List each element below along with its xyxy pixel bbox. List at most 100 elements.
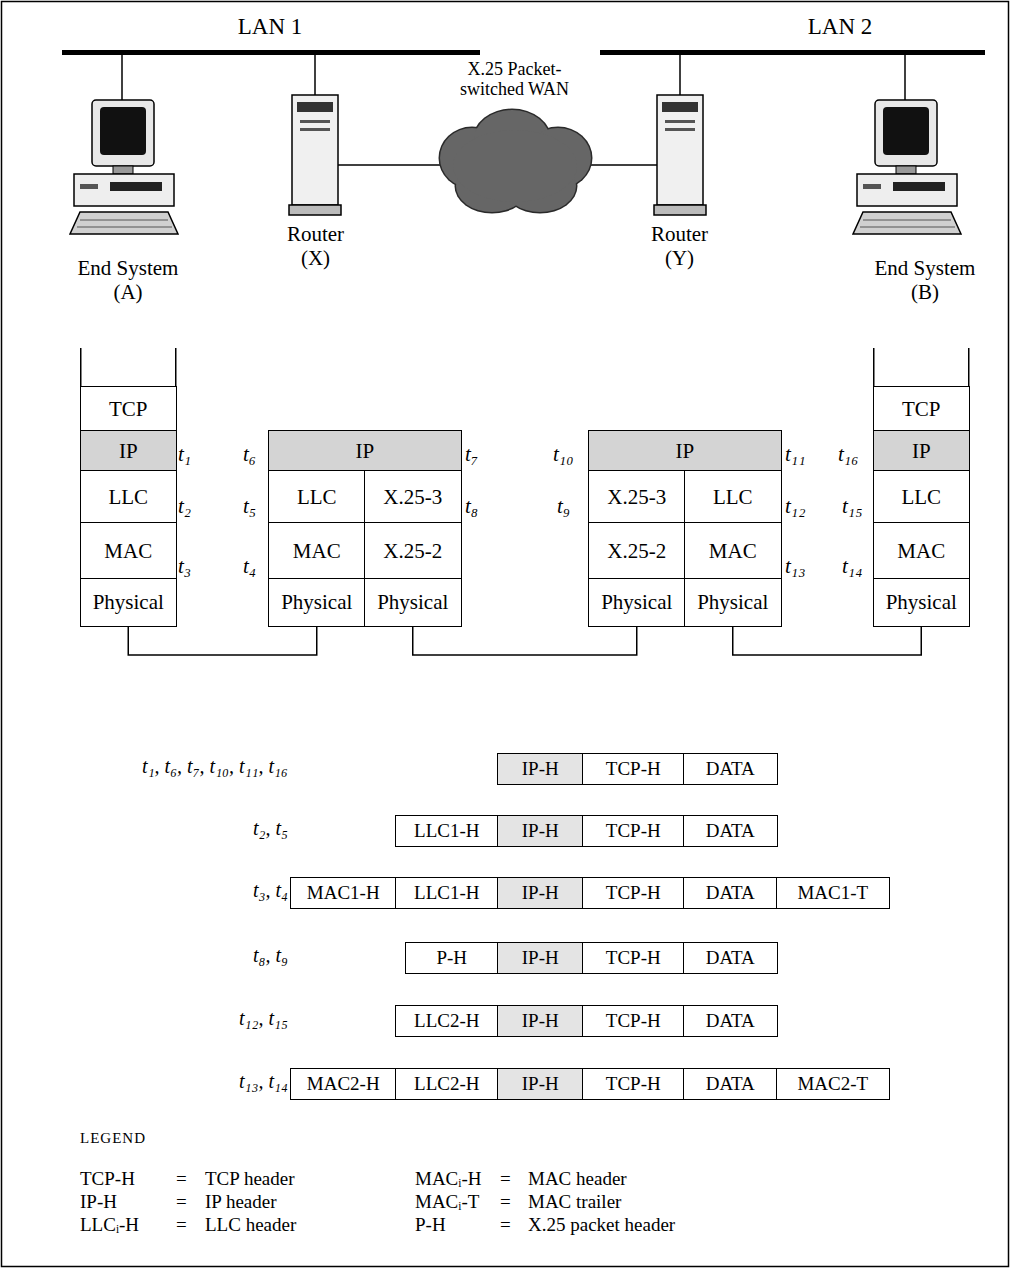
legend-abbreviation: TCP-H — [80, 1168, 135, 1190]
time-point: t₂ — [178, 494, 191, 518]
layer-name: DATA — [706, 882, 755, 904]
packet-field-box: LLC1-H — [395, 877, 499, 909]
packet-field-box: IP-H — [497, 1068, 584, 1100]
layer-name: X.25-3 — [607, 485, 666, 509]
wan-cloud: X.25 Packet-switched WAN — [432, 58, 597, 223]
layer-name: Physical — [281, 590, 352, 614]
layer-name: IP — [675, 439, 694, 463]
layer-name: TCP-H — [606, 1010, 661, 1032]
computer-illustration — [70, 54, 178, 234]
layer-name: DATA — [706, 1010, 755, 1032]
layer-name: LLC2-H — [414, 1073, 479, 1095]
time-point: t₁₂ — [785, 494, 805, 518]
packet-field-box: TCP-H — [582, 1005, 685, 1037]
protocol-layer-box: MAC — [80, 522, 177, 580]
layer-name: MAC1-T — [797, 882, 868, 904]
legend-abbreviation: IP-H — [80, 1191, 117, 1213]
layer-name: TCP-H — [606, 820, 661, 842]
packet-field-box: DATA — [683, 753, 778, 785]
network-name: LAN 1 — [220, 14, 320, 40]
legend-equals: = — [500, 1191, 511, 1213]
network-name: LAN 2 — [790, 14, 890, 40]
layer-name: TCP-H — [606, 947, 661, 969]
protocol-layer-box: X.25-3 — [364, 470, 462, 524]
packet-field-box: MAC1-T — [776, 877, 890, 909]
time-point: t₁₅ — [842, 494, 862, 518]
packet-field-box: IP-H — [497, 877, 584, 909]
protocol-layer-box: LLC — [268, 470, 366, 524]
protocol-layer-box: Physical — [80, 578, 177, 627]
time-point: t₁₆ — [838, 442, 858, 466]
layer-name: LLC1-H — [414, 820, 479, 842]
device-name: End System (B) — [865, 256, 985, 304]
time-point-list: t₁, t₆, t₇, t₁₀, t₁₁, t₁₆ — [38, 755, 288, 778]
protocol-layer-box: MAC — [268, 522, 366, 580]
packet-field-box: DATA — [683, 1005, 778, 1037]
packet-field-box: P-H — [405, 942, 499, 974]
time-point: t₅ — [243, 494, 256, 518]
legend-equals: = — [176, 1191, 187, 1213]
layer-name: DATA — [706, 947, 755, 969]
layer-name: DATA — [706, 820, 755, 842]
legend-heading: LEGEND — [80, 1130, 146, 1147]
layer-name: MAC2-T — [797, 1073, 868, 1095]
legend-meaning: TCP header — [205, 1168, 295, 1190]
layer-name: LLC — [713, 485, 753, 509]
legend-equals: = — [176, 1214, 187, 1236]
protocol-layer-box: X.25-2 — [588, 522, 686, 580]
protocol-layer-box: Physical — [873, 578, 970, 627]
layer-name: TCP-H — [606, 758, 661, 780]
packet-field-box: TCP-H — [582, 815, 685, 847]
time-point-list: t₁₃, t₁₄ — [38, 1070, 288, 1093]
layer-name: Physical — [93, 590, 164, 614]
layer-name: IP — [119, 439, 138, 463]
device-name: End System (A) — [68, 256, 188, 304]
packet-field-box: IP-H — [497, 1005, 584, 1037]
lan-bus — [62, 50, 480, 55]
protocol-layer-box: TCP — [80, 386, 177, 432]
layer-name: LLC — [901, 485, 941, 509]
legend-abbreviation: MACᵢ-H — [415, 1168, 481, 1190]
time-point: t₆ — [243, 442, 256, 466]
protocol-layer-box: MAC — [873, 522, 970, 580]
layer-name: IP-H — [522, 820, 559, 842]
protocol-layer-box: Physical — [588, 578, 686, 627]
layer-name: X.25-3 — [383, 485, 442, 509]
layer-name: LLC2-H — [414, 1010, 479, 1032]
layer-name: Physical — [886, 590, 957, 614]
time-point: t₉ — [557, 494, 570, 518]
legend-equals: = — [176, 1168, 187, 1190]
packet-field-box: IP-H — [497, 753, 584, 785]
layer-name: LLC — [297, 485, 337, 509]
computer-illustration — [853, 54, 961, 234]
layer-name: TCP — [902, 397, 941, 421]
protocol-layer-box: MAC — [684, 522, 782, 580]
time-point: t₁₀ — [553, 442, 573, 466]
packet-field-box: IP-H — [497, 942, 584, 974]
layer-name: IP-H — [522, 1010, 559, 1032]
protocol-layer-box: Physical — [364, 578, 462, 627]
layer-name: MAC — [897, 539, 945, 563]
layer-name: DATA — [706, 758, 755, 780]
legend-meaning: MAC trailer — [528, 1191, 621, 1213]
packet-field-box: MAC2-T — [776, 1068, 890, 1100]
legend-abbreviation: MACᵢ-T — [415, 1191, 479, 1213]
protocol-layer-box: LLC — [80, 470, 177, 524]
layer-name: TCP-H — [606, 1073, 661, 1095]
ip-layer-box: IP — [80, 430, 177, 472]
router-illustration — [586, 54, 706, 215]
router-illustration — [289, 54, 445, 215]
layer-name: X.25-2 — [383, 539, 442, 563]
time-point: t₄ — [243, 554, 256, 578]
packet-field-box: MAC1-H — [290, 877, 397, 909]
packet-field-box: MAC2-H — [290, 1068, 397, 1100]
device-name: Router (X) — [278, 222, 353, 270]
ip-layer-box: IP — [268, 430, 462, 472]
device-name: Router (Y) — [642, 222, 717, 270]
packet-field-box: LLC1-H — [395, 815, 499, 847]
packet-field-box: DATA — [683, 942, 778, 974]
legend-abbreviation: LLCᵢ-H — [80, 1214, 139, 1236]
